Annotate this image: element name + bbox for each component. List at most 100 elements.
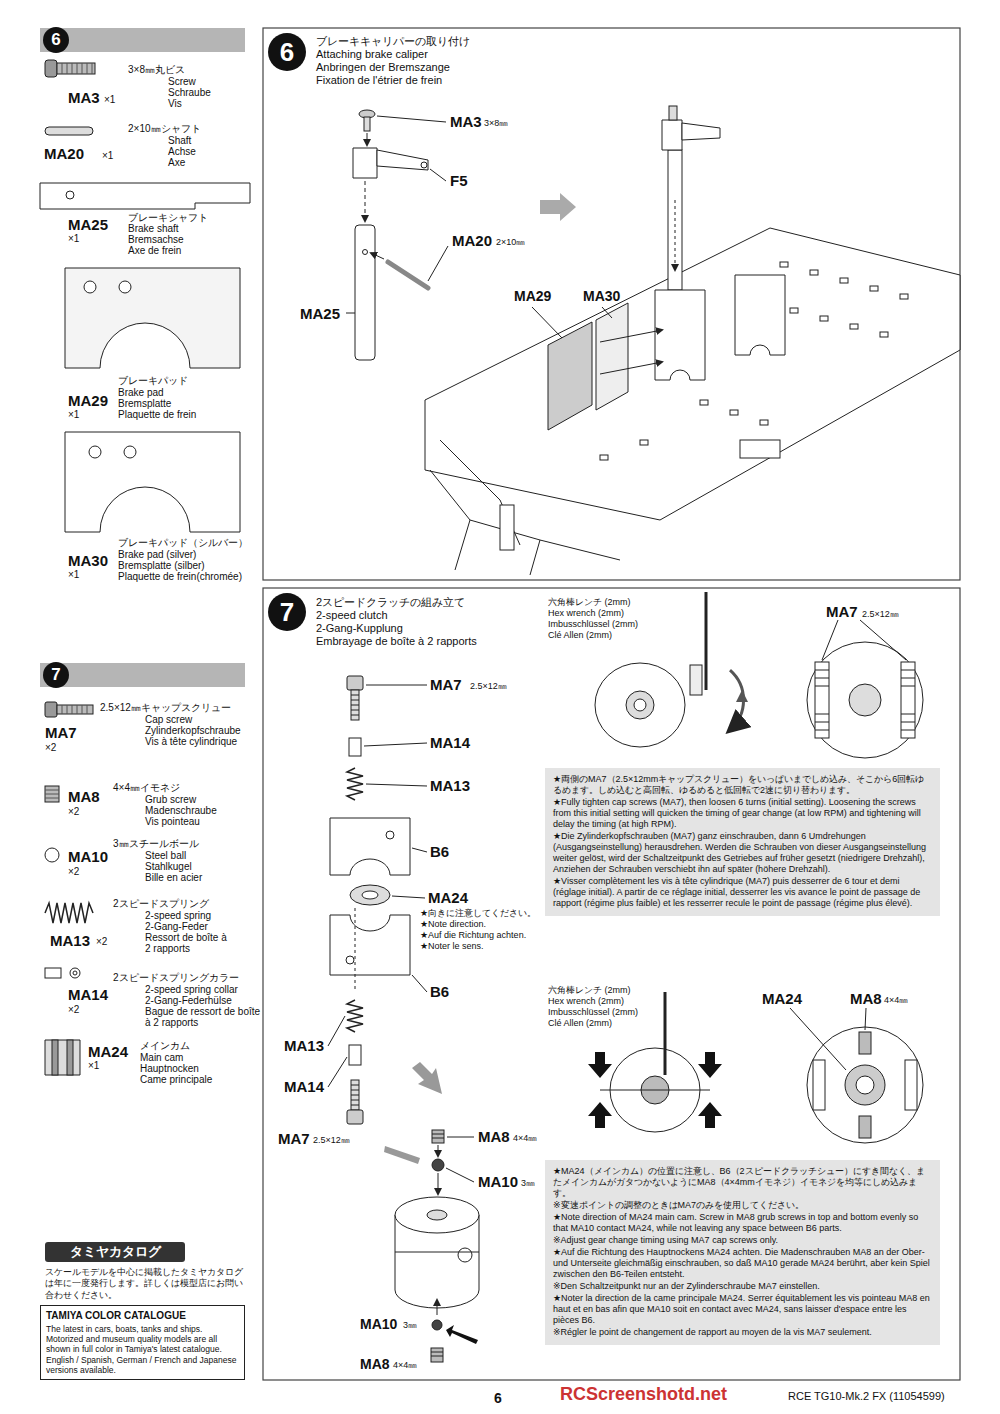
text-label: Vis pointeau xyxy=(145,816,200,828)
text-label: Ressort de boîte à xyxy=(145,932,227,944)
part-label: MA8 xyxy=(850,990,882,1007)
text-label: スケールモデルを中心に掲載したタミヤカタログは年に一度発行します。詳しくは模型店… xyxy=(45,1267,245,1301)
part-label: MA10 xyxy=(360,1316,397,1332)
text-label: Hex wrench (2mm) xyxy=(548,608,624,618)
text-label: 2.5×12㎜ xyxy=(862,609,899,619)
text-label: Stahlkugel xyxy=(145,861,192,873)
part-label: MA8 xyxy=(68,788,100,805)
part-label: MA10 xyxy=(478,1173,518,1190)
text-label: Madenschraube xyxy=(145,805,217,817)
text-label: Imbusschlüssel (2mm) xyxy=(548,1007,638,1017)
text-label: Attaching brake caliper xyxy=(316,48,428,61)
text-label: Clé Allen (2mm) xyxy=(548,630,612,640)
text-label: Screw xyxy=(168,76,196,88)
node-text: ★Noter la direction de la came principal… xyxy=(553,1293,932,1326)
node-text: 6 xyxy=(51,30,60,50)
text-label: Hex wrench (2mm) xyxy=(548,996,624,1006)
text-label: Cap screw xyxy=(145,714,192,726)
text-label: 3×8㎜丸ビス xyxy=(128,64,185,76)
part-label: RCScreenshotd.net xyxy=(560,1384,727,1405)
part-label: MA29 xyxy=(514,288,551,304)
text-label: Brake shaft xyxy=(128,223,179,235)
text-label: Grub screw xyxy=(145,794,196,806)
parts-icons xyxy=(40,60,250,1075)
text-label: ×2 xyxy=(68,806,79,818)
text-label: Achse xyxy=(168,146,196,158)
text-label: ★Auf die Richtung achten. xyxy=(420,930,526,940)
text-label: 六角棒レンチ (2mm) xyxy=(548,597,631,607)
part-label: MA10 xyxy=(68,848,108,865)
text-label: ×1 xyxy=(104,94,115,106)
node-text: ★Visser complètement les vis à tête cyli… xyxy=(553,876,932,909)
catalogue-header: タミヤカタログ xyxy=(45,1242,185,1262)
text-label: 3㎜ xyxy=(521,1178,535,1188)
text-label: メインカム xyxy=(140,1040,190,1052)
text-label: 4×4㎜ xyxy=(884,995,908,1005)
text-label: Brake pad xyxy=(118,387,164,399)
node-text: ★Auf die Richtung des Hauptnockens MA24 … xyxy=(553,1247,932,1280)
part-label: MA3 xyxy=(450,113,482,130)
step-badge: 7 xyxy=(268,593,306,631)
brake-caliper-illustration xyxy=(346,106,960,575)
text-label: Axe de frein xyxy=(128,245,181,257)
node-text: ※Régler le point de changement de rappor… xyxy=(553,1327,932,1338)
node-text: ※Den Schaltzeitpunkt nur an der Zylinder… xyxy=(553,1281,932,1292)
text-label: ×2 xyxy=(68,1004,79,1016)
part-label: MA14 xyxy=(68,986,108,1003)
text-label: Plaquette de frein xyxy=(118,409,196,421)
text-label: 2-speed spring collar xyxy=(145,984,238,996)
part-label: MA25 xyxy=(300,305,340,322)
text-label: 2-Gang-Feder xyxy=(145,921,208,933)
text-label: Came principale xyxy=(140,1074,212,1086)
text-label: ★Noter le sens. xyxy=(420,941,484,951)
part-label: B6 xyxy=(430,983,449,1000)
text-label: ×1 xyxy=(88,1060,99,1072)
text-label: 2.5×12㎜ xyxy=(313,1135,350,1145)
text-label: 2スピードスプリング xyxy=(113,898,209,910)
note-box: ★両側のMA7（2.5×12mmキャップスクリュー）をいっぱいまでしめ込み、そこ… xyxy=(545,768,940,916)
text-label: Vis xyxy=(168,98,182,110)
node-text: ※Adjust gear change timing using MA7 cap… xyxy=(553,1235,932,1246)
text-label: 2.5×12㎜キャップスクリュー xyxy=(100,702,231,714)
part-label: MA14 xyxy=(284,1078,324,1095)
text-label: RCE TG10-Mk.2 FX (11054599) xyxy=(788,1390,945,1403)
text-label: Axe xyxy=(168,157,185,169)
text-label: 2 rapports xyxy=(145,943,190,955)
part-label: B6 xyxy=(430,843,449,860)
step-badge: 6 xyxy=(268,33,306,71)
text-label: ブレーキパッド xyxy=(118,375,188,387)
catalogue-box: TAMIYA COLOR CATALOGUEThe latest in cars… xyxy=(40,1305,245,1380)
part-label: MA7 xyxy=(45,724,77,741)
step-badge: 7 xyxy=(43,662,69,688)
part-label: MA25 xyxy=(68,216,108,233)
node-text: ★Die Zylinderkopfschrauben (MA7) ganz ei… xyxy=(553,831,932,875)
part-label: MA14 xyxy=(430,734,470,751)
text-label: ×1 xyxy=(68,409,79,421)
part-label: MA24 xyxy=(428,889,468,906)
note-box: ★MA24（メインカム）の位置に注意し、B6（2スピードクラッチシュー）にすき間… xyxy=(545,1160,940,1345)
text-label: Bague de ressort de boîte xyxy=(145,1006,260,1018)
text-label: 3㎜ xyxy=(403,1320,417,1330)
node-text: TAMIYA COLOR CATALOGUE xyxy=(46,1310,239,1322)
text-label: ×1 xyxy=(102,150,113,162)
text-label: à 2 rapports xyxy=(145,1017,198,1029)
text-label: ★向きに注意してください。 xyxy=(420,908,536,918)
text-label: Embrayage de boîte à 2 rapports xyxy=(316,635,477,648)
text-label: Bremsachse xyxy=(128,234,184,246)
text-label: 2-Gang-Kupplung xyxy=(316,622,403,635)
part-label: MA7 xyxy=(430,676,462,693)
text-label: Steel ball xyxy=(145,850,186,862)
text-label: 3×8㎜ xyxy=(484,118,508,128)
text-label: Brake pad (silver) xyxy=(118,549,196,561)
text-label: Zylinderkopfschraube xyxy=(145,725,241,737)
text-label: 六角棒レンチ (2mm) xyxy=(548,985,631,995)
text-label: 4×4㎜ xyxy=(513,1133,537,1143)
text-label: 2スピードクラッチの組み立て xyxy=(316,596,465,609)
text-label: 2-speed spring xyxy=(145,910,211,922)
text-label: 2スピードスプリングカラー xyxy=(113,972,239,984)
text-label: ブレーキキャリパーの取り付け xyxy=(316,35,470,48)
part-label: MA7 xyxy=(826,603,858,620)
header-bars xyxy=(40,28,245,687)
text-label: Bremsplatte xyxy=(118,398,171,410)
